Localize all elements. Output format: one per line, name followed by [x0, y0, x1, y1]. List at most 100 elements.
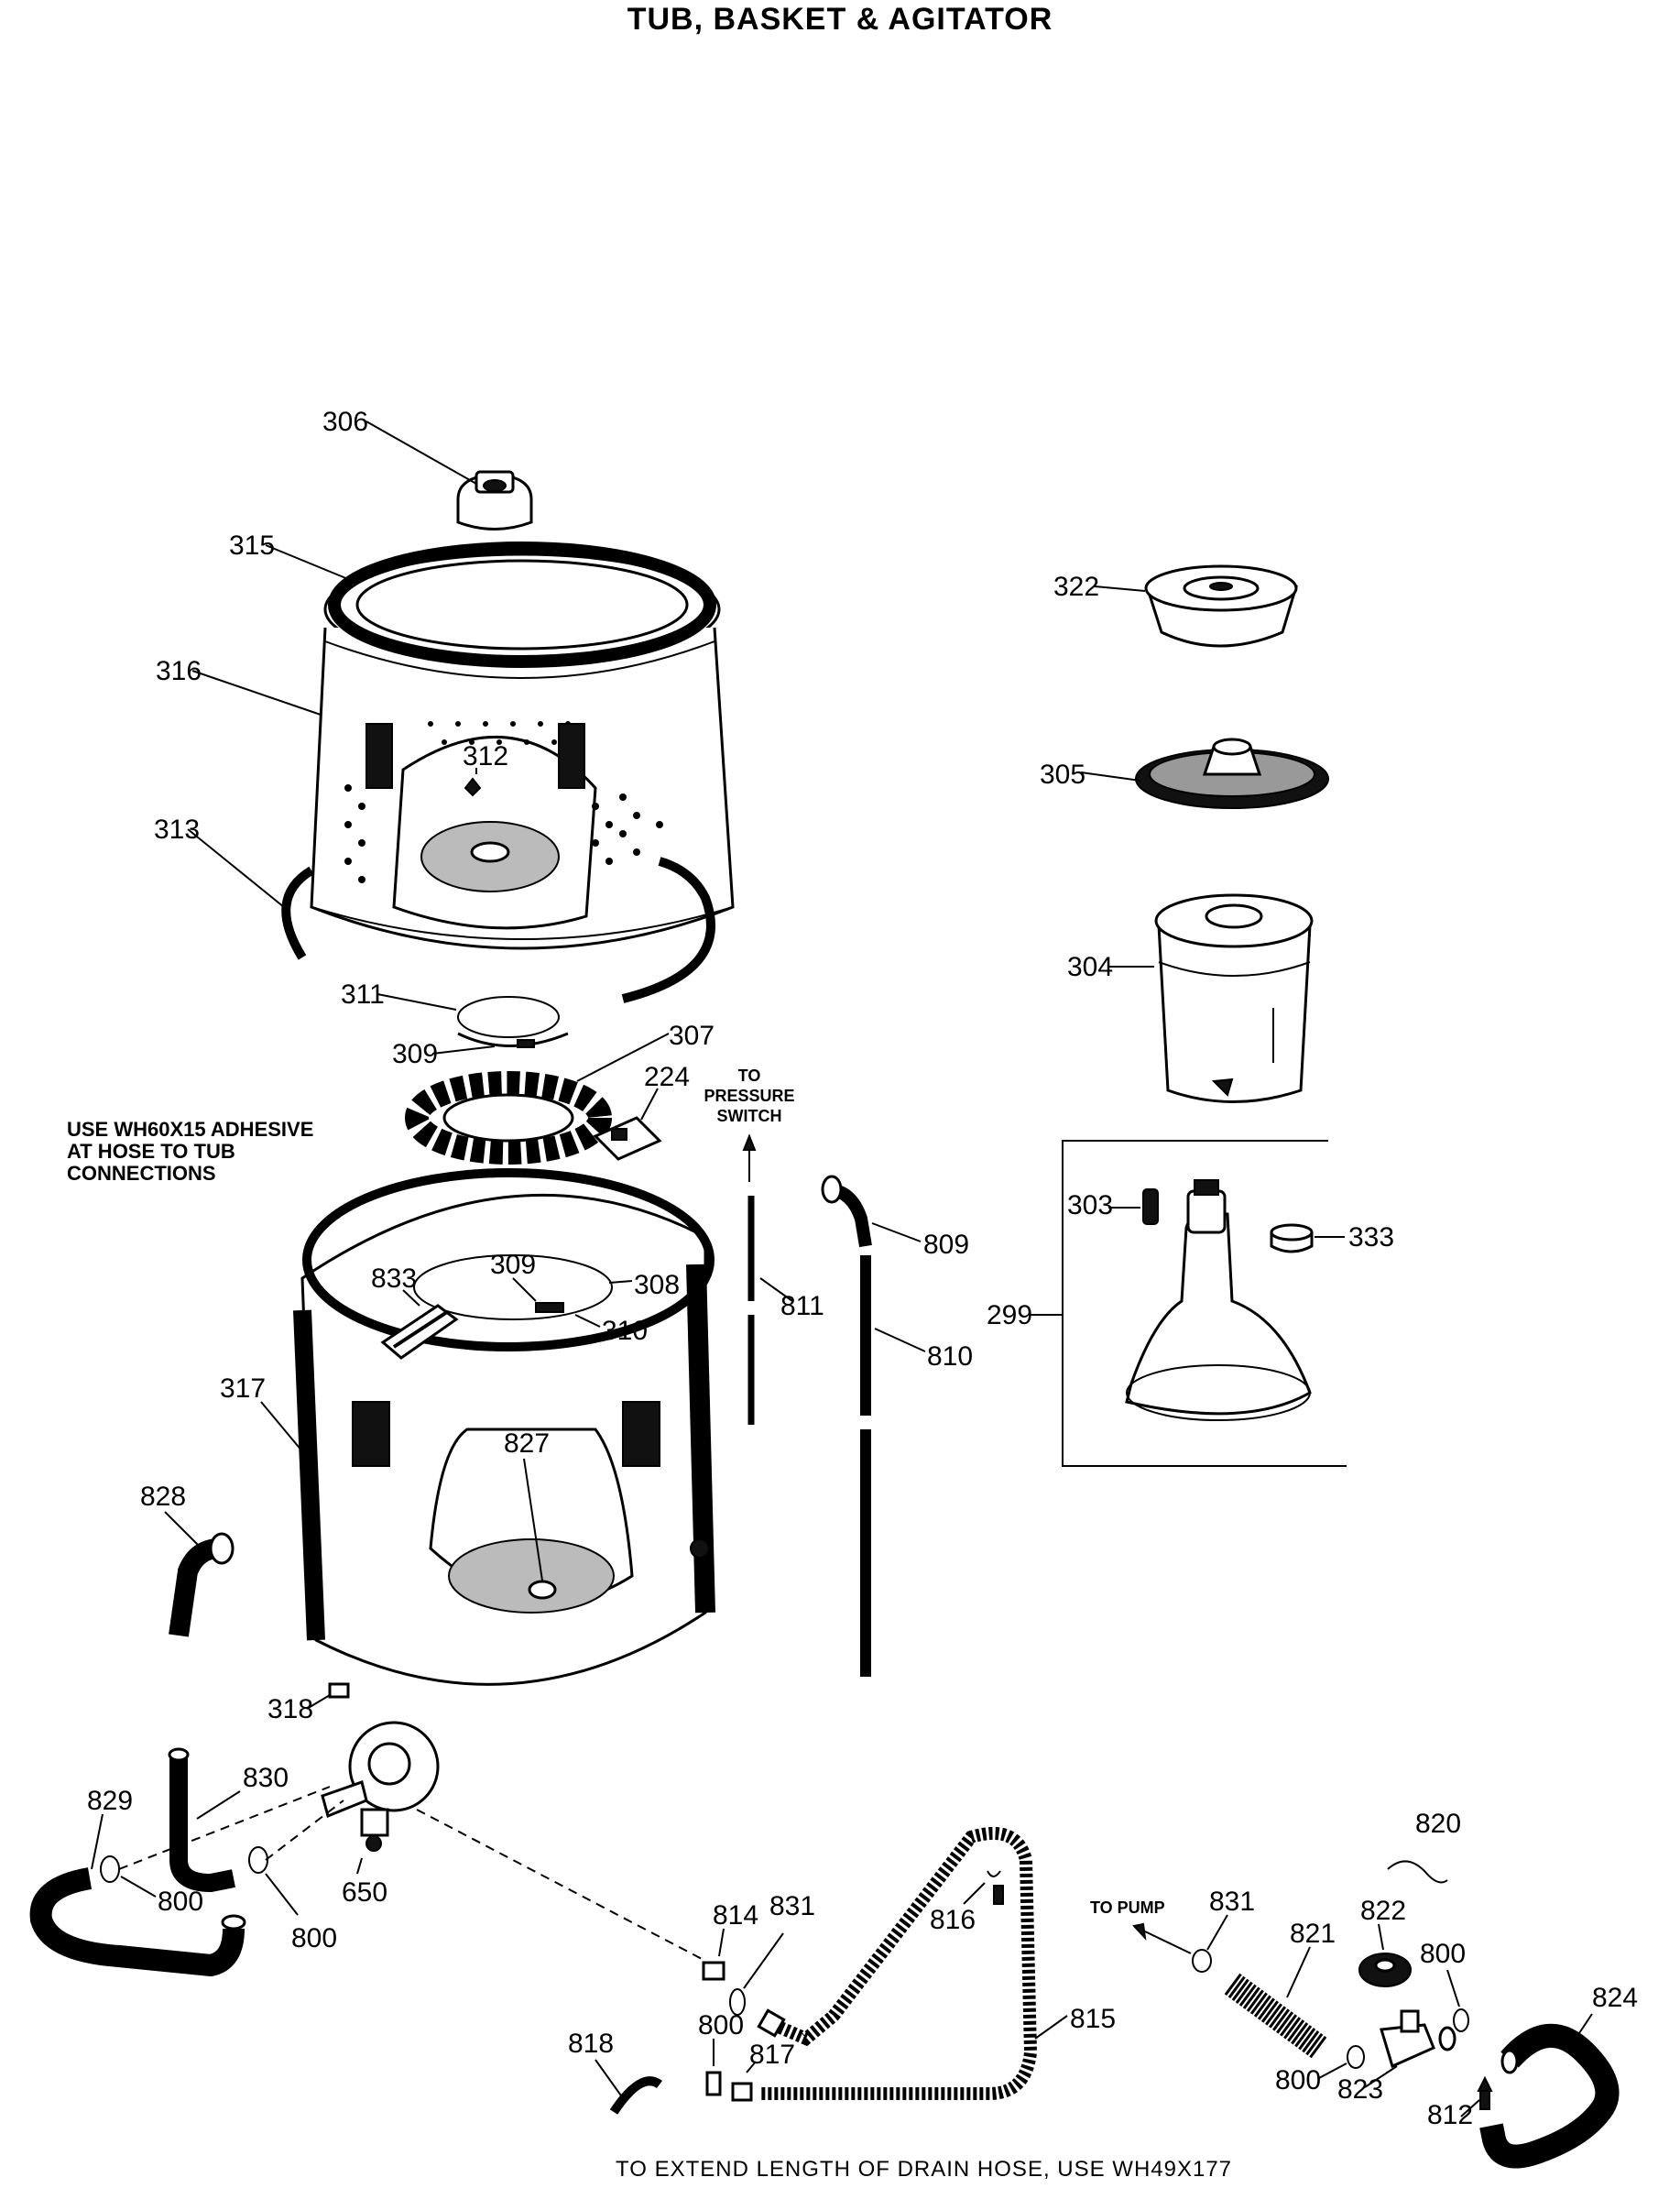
label-307: 307: [669, 1021, 715, 1051]
label-812: 812: [1427, 2100, 1473, 2130]
label-310: 310: [602, 1316, 648, 1346]
part-828-hose: [169, 1532, 235, 1637]
basket-perforations: [344, 721, 663, 883]
part-816-screw: [987, 1870, 1004, 1905]
label-313: 313: [154, 815, 200, 845]
label-816: 816: [930, 1905, 976, 1935]
label-822: 822: [1360, 1896, 1406, 1926]
label-828: 828: [140, 1482, 186, 1512]
part-800-clamp-e: [1347, 2045, 1365, 2069]
part-812-stub: [1477, 2075, 1493, 2110]
part-809-elbow: [821, 1175, 872, 1248]
part-318-clip: [328, 1682, 350, 1699]
note-adhesive-line3: CONNECTIONS: [67, 1162, 216, 1185]
part-309-clamp: [457, 1032, 569, 1047]
part-322-cap: [1144, 564, 1298, 648]
note-to-pump: TO PUMP: [1090, 1898, 1165, 1917]
part-822-cap: [1358, 1953, 1412, 1987]
label-317: 317: [220, 1373, 266, 1404]
page-title: TUB, BASKET & AGITATOR: [627, 2, 1053, 37]
note-adhesive-line2: AT HOSE TO TUB: [67, 1140, 235, 1163]
part-800-clamp-b: [248, 1846, 268, 1874]
label-810: 810: [927, 1341, 973, 1372]
label-311: 311: [341, 979, 385, 1010]
label-824: 824: [1592, 1983, 1638, 2013]
footer-note: TO EXTEND LENGTH OF DRAIN HOSE, USE WH49…: [616, 2157, 1232, 2182]
label-830: 830: [243, 1763, 289, 1793]
label-827: 827: [504, 1428, 550, 1459]
part-308-ring: [413, 1254, 613, 1320]
part-818-hose-section: [609, 2076, 662, 2115]
label-809: 809: [923, 1230, 969, 1260]
label-800-e: 800: [1275, 2065, 1321, 2095]
part-817-coupling: [731, 2082, 753, 2102]
label-299: 299: [987, 1300, 1032, 1330]
part-831-clamp-a: [729, 1988, 746, 2016]
part-303-dog: [1142, 1188, 1159, 1225]
part-824-hose: [1479, 2023, 1620, 2169]
label-303: 303: [1067, 1190, 1113, 1220]
part-315-balance-ring: [328, 542, 716, 668]
part-305-lid: [1135, 738, 1329, 809]
label-650: 650: [342, 1877, 387, 1908]
note-adhesive-line1: USE WH60X15 ADHESIVE: [67, 1118, 313, 1141]
label-823: 823: [1337, 2074, 1383, 2105]
label-800-d: 800: [1420, 1939, 1466, 1969]
part-821-hose: [1224, 1973, 1327, 2059]
part-650-pump: [321, 1721, 440, 1852]
label-333: 333: [1348, 1222, 1394, 1253]
label-306: 306: [322, 407, 368, 437]
note-pressure-line2: PRESSURE: [704, 1087, 794, 1105]
part-829-hose: [29, 1867, 246, 1977]
part-833-bracket: [380, 1304, 459, 1360]
label-818: 818: [568, 2029, 614, 2059]
part-313-gasket: [281, 857, 715, 1003]
label-820: 820: [1415, 1809, 1461, 1839]
label-817: 817: [749, 2040, 795, 2070]
part-800-clamp-c: [705, 2071, 722, 2096]
part-316-basket: [310, 552, 735, 950]
part-830-hose: [168, 1747, 235, 1893]
label-316: 316: [156, 656, 202, 686]
label-315: 315: [229, 531, 275, 561]
part-815-drain-hose: [757, 1826, 1038, 2100]
label-309-top: 309: [392, 1039, 438, 1069]
part-309-clamp-lower: [535, 1302, 564, 1313]
part-224-bracket: [593, 1116, 662, 1161]
note-pressure-line3: SWITCH: [717, 1107, 782, 1125]
label-322: 322: [1053, 572, 1099, 602]
part-823-tee: [1380, 2009, 1456, 2069]
label-831-b: 831: [1209, 1887, 1255, 1917]
part-800-clamp-d: [1453, 2008, 1469, 2032]
label-800-c: 800: [698, 2010, 744, 2040]
part-317-tub: [293, 1168, 715, 1686]
label-831-a: 831: [769, 1891, 815, 1921]
label-833: 833: [371, 1264, 417, 1294]
note-pressure-line1: TO: [738, 1067, 761, 1085]
label-318: 318: [267, 1694, 313, 1724]
part-333-cap: [1270, 1223, 1314, 1253]
part-307-seal: [405, 1071, 612, 1165]
part-299-agitator-box: [1062, 1140, 1347, 1467]
label-829: 829: [87, 1786, 133, 1816]
label-312: 312: [463, 741, 508, 771]
part-312-clip: [464, 777, 482, 797]
label-305: 305: [1040, 760, 1085, 790]
label-309-lower: 309: [490, 1250, 536, 1280]
label-821: 821: [1290, 1919, 1336, 1949]
label-811: 811: [780, 1291, 824, 1321]
label-814: 814: [713, 1900, 758, 1931]
part-820-clip: [1387, 1860, 1448, 1884]
label-304: 304: [1067, 952, 1113, 982]
label-308: 308: [634, 1270, 680, 1300]
part-800-clamp-a: [100, 1855, 120, 1883]
part-831-clamp-b: [1192, 1949, 1212, 1973]
part-306-cap: [456, 470, 533, 531]
label-800-b: 800: [291, 1923, 337, 1953]
label-815: 815: [1070, 2004, 1116, 2034]
label-224: 224: [644, 1062, 690, 1092]
label-800-a: 800: [158, 1887, 203, 1917]
part-814-fitting: [702, 1961, 725, 1981]
part-304-dispenser: [1154, 893, 1314, 1103]
